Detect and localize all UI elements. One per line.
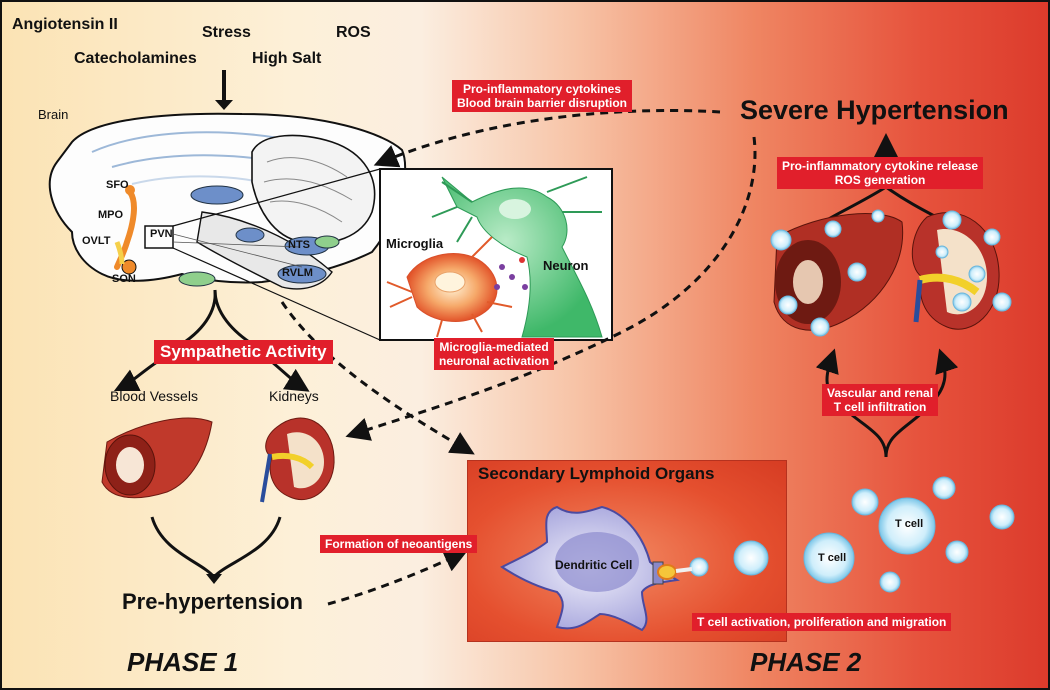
t-cell-spheres: [689, 209, 1015, 593]
dendritic-cell-illustration: [500, 505, 693, 632]
blood-vessel-illustration: [101, 417, 213, 499]
trigger-stress: Stress: [202, 24, 251, 41]
severe-hypertension-label: Severe Hypertension: [740, 95, 1009, 125]
mpo-label: MPO: [98, 209, 124, 221]
microglia-label: Microglia: [386, 236, 444, 251]
ros-generation-line: ROS generation: [834, 173, 926, 187]
nts-label: NTS: [288, 239, 310, 251]
microglia-mediated-line2: neuronal activation: [439, 354, 550, 368]
brain-label: Brain: [38, 107, 69, 122]
trigger-ros: ROS: [336, 24, 371, 41]
cytokines-line: Pro-inflammatory cytokines: [462, 82, 622, 96]
phase-1-label: PHASE 1: [127, 647, 239, 677]
infiltration-line2: T cell infiltration: [833, 400, 927, 414]
pvn-label: PVN: [150, 228, 173, 240]
son-label: SON: [112, 273, 136, 285]
infiltration-line1: Vascular and renal: [827, 386, 934, 400]
trigger-high-salt: High Salt: [252, 50, 322, 67]
pre-hypertension-label: Pre-hypertension: [122, 589, 303, 614]
trigger-catecholamines: Catecholamines: [74, 50, 197, 67]
cytokine-release-line: Pro-inflammatory cytokine release: [782, 159, 979, 173]
infiltrated-kidney-illustration: [911, 212, 1000, 330]
t-cell-label-small: T cell: [818, 552, 847, 564]
neuron-label: Neuron: [543, 258, 589, 273]
cytokine-release-label: Pro-inflammatory cytokine release ROS ge…: [777, 157, 984, 189]
rvlm-label: RVLM: [282, 267, 313, 279]
dendritic-cell-label: Dendritic Cell: [555, 558, 633, 572]
microglia-mediated-line1: Microglia-mediated: [439, 340, 549, 354]
ovlt-label: OVLT: [82, 235, 111, 247]
bbb-line: Blood brain barrier disruption: [457, 96, 628, 110]
microglia-mediated-label: Microglia-mediated neuronal activation: [434, 338, 555, 370]
t-cell-label-large: T cell: [895, 518, 924, 530]
kidney-illustration: [260, 417, 335, 503]
blood-vessels-label: Blood Vessels: [110, 388, 198, 404]
t-cell-activation-label: T cell activation, proliferation and mig…: [692, 613, 952, 631]
sfo-label: SFO: [106, 179, 129, 191]
neoantigens-label: Formation of neoantigens: [320, 535, 478, 553]
phase-2-label: PHASE 2: [750, 647, 862, 677]
microglia-neuron-inset: [379, 168, 613, 341]
lymphoid-organs-title: Secondary Lymphoid Organs: [478, 464, 715, 483]
infiltration-label: Vascular and renal T cell infiltration: [822, 384, 939, 416]
cytokines-bbb-label: Pro-inflammatory cytokines Blood brain b…: [452, 80, 633, 112]
trigger-angiotensin: Angiotensin II: [12, 16, 118, 33]
sympathetic-activity-label: Sympathetic Activity: [154, 340, 333, 364]
kidneys-label: Kidneys: [269, 388, 319, 404]
brain-illustration: [48, 112, 407, 341]
